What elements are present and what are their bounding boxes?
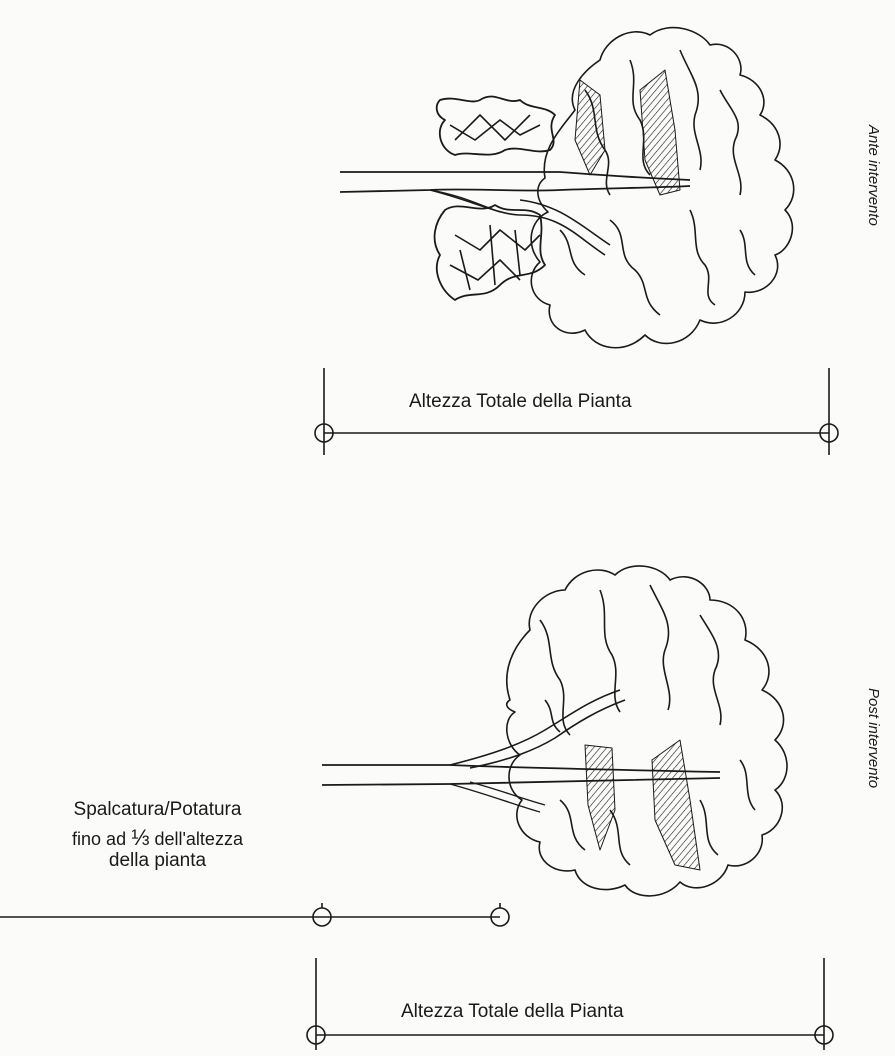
tree-after xyxy=(322,566,787,896)
pruning-note-line3: della pianta xyxy=(20,847,295,875)
pruning-extent-line xyxy=(0,903,509,926)
shade-patch xyxy=(652,740,700,870)
pruning-note-prefix: fino ad xyxy=(72,829,126,849)
pruning-note-suffix: dell'altezza xyxy=(154,829,243,849)
dimension-label-bottom: Altezza Totale della Pianta xyxy=(401,1001,624,1023)
pruning-note-line1: Spalcatura/Potatura xyxy=(20,796,295,824)
tree-before xyxy=(340,28,794,348)
shade-patch xyxy=(585,745,615,850)
canopy-outline-after xyxy=(507,566,787,896)
side-label-before: Ante intervento xyxy=(865,125,882,226)
trunk-before xyxy=(340,172,690,180)
shade-patch xyxy=(640,70,680,195)
shade-patch xyxy=(575,80,605,175)
dimension-label-top: Altezza Totale della Pianta xyxy=(409,391,632,413)
pruning-note: Spalcatura/Potatura fino ad ⅓ dell'altez… xyxy=(20,796,295,875)
side-label-after: Post intervento xyxy=(865,688,882,788)
